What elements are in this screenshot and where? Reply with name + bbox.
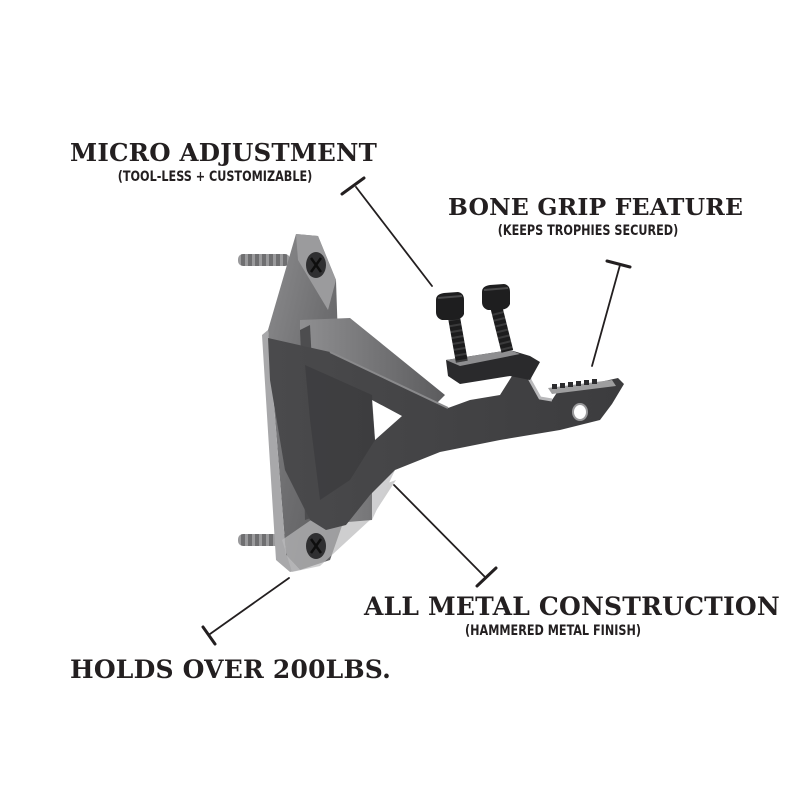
leader-line-holds-icon — [201, 577, 290, 646]
adjustment-bolt-right-icon — [482, 284, 514, 353]
leader-line-bone-icon — [591, 259, 632, 367]
callout-bone-grip: BONE GRIP FEATURE (KEEPS TROPHIES SECURE… — [448, 192, 744, 240]
leader-line-metal-icon — [393, 484, 498, 588]
callout-all-metal: ALL METAL CONSTRUCTION (HAMMERED METAL F… — [364, 592, 780, 640]
leader-line-micro-icon — [340, 176, 433, 287]
callout-title: BONE GRIP FEATURE — [448, 193, 744, 221]
callout-title: ALL METAL CONSTRUCTION — [364, 592, 780, 621]
callout-title: MICRO ADJUSTMENT — [70, 138, 378, 167]
wall-screw-top-icon — [238, 254, 290, 266]
callout-subtitle: (HAMMERED METAL FINISH) — [465, 623, 641, 639]
callout-subtitle: (TOOL-LESS + CUSTOMIZABLE) — [117, 169, 313, 185]
callout-title: HOLDS OVER 200LBS. — [70, 655, 392, 684]
callout-subtitle: (KEEPS TROPHIES SECURED) — [497, 223, 679, 239]
clamp-plate-icon — [446, 350, 540, 384]
callout-holds-over: HOLDS OVER 200LBS. — [70, 655, 392, 685]
callout-micro-adjustment: MICRO ADJUSTMENT (TOOL-LESS + CUSTOMIZAB… — [70, 138, 378, 186]
bracket-arm-icon — [268, 338, 624, 530]
adjustment-bolt-left-icon — [436, 292, 468, 363]
